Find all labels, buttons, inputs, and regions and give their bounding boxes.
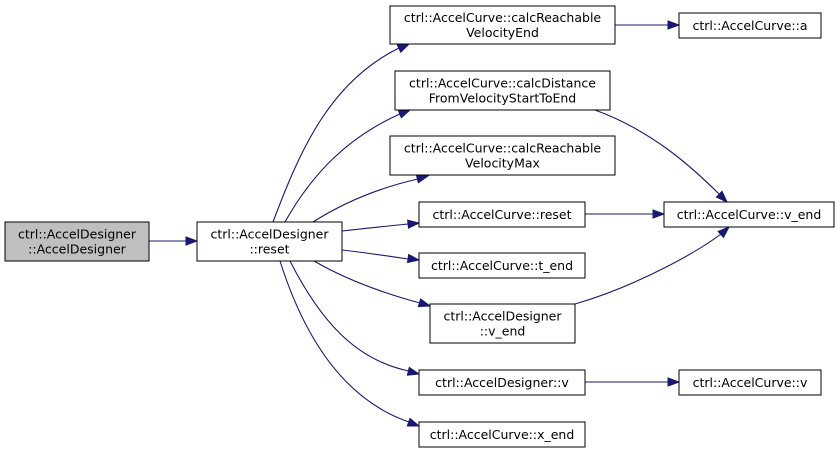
edge-arrowhead [667,20,681,30]
edge-arrowhead [715,190,729,204]
edge-reset-designer-to-calc-reachable-velocity-end [272,43,411,223]
edge-line [313,260,421,304]
edge-line [574,233,722,305]
node-label-line: ctrl::AccelCurve::a [692,18,807,33]
node-designer-v-end[interactable]: ctrl::AccelDesigner::v_end [429,303,576,344]
node-calc-reachable-velocity-end[interactable]: ctrl::AccelCurve::calcReachableVelocityE… [389,5,616,45]
node-label-line: ctrl::AccelCurve::reset [432,207,571,222]
node-label-line: ctrl::AccelDesigner [18,227,137,242]
node-label-line: ctrl::AccelCurve::calcReachable [404,141,602,156]
edge-arrowhead [652,209,666,219]
node-calc-distance[interactable]: ctrl::AccelCurve::calcDistanceFromVeloci… [394,70,611,111]
node-label-line: ctrl::AccelCurve::v_end [677,207,822,222]
node-root[interactable]: ctrl::AccelDesigner::AccelDesigner [4,221,150,262]
edge-arrowhead [417,298,432,308]
node-box [418,252,586,279]
edge-reset-designer-to-designer-v-end [313,260,432,308]
node-box [389,5,616,45]
node-curve-reset[interactable]: ctrl::AccelCurve::reset [418,201,586,228]
edge-arrowhead [406,417,421,427]
edge-curve-reset-to-curve-v-end [585,209,666,219]
call-graph-nodes: ctrl::AccelDesigner::AccelDesignerctrl::… [4,5,835,448]
node-label-line: ctrl::AccelCurve::calcReachable [404,10,602,25]
edge-arrowhead [407,219,421,229]
edge-designer-v-end-to-curve-v-end [574,226,731,305]
edge-line [341,223,409,232]
node-calc-reachable-velocity-max[interactable]: ctrl::AccelCurve::calcReachableVelocityM… [389,135,616,176]
edge-calc-reachable-velocity-end-to-curve-a [615,20,681,30]
node-label-line: ctrl::AccelCurve::t_end [431,258,573,273]
edge-arrowhead [185,236,199,246]
edge-reset-designer-to-curve-x-end [279,260,421,427]
node-label-line: ctrl::AccelCurve::calcDistance [409,76,596,91]
node-curve-x-end[interactable]: ctrl::AccelCurve::x_end [418,421,586,448]
edge-arrowhead [717,226,731,239]
edge-root-to-reset-designer [149,236,199,246]
edge-reset-designer-to-calc-distance [284,109,412,223]
node-label-line: VelocityMax [465,156,540,171]
edge-calc-distance-to-curve-v-end [594,109,729,204]
node-box [663,201,835,228]
node-reset-designer[interactable]: ctrl::AccelDesigner::reset [196,221,343,262]
node-label-line: ::v_end [480,324,526,339]
edge-arrowhead [406,366,421,376]
edge-arrowhead [667,377,681,387]
node-label-line: FromVelocityStartToEnd [429,91,576,106]
edge-designer-v-to-curve-v [585,377,681,387]
node-box [418,421,586,448]
call-graph-edges [149,20,731,427]
node-box [4,221,150,262]
node-box [418,369,586,396]
node-label-line: ctrl::AccelDesigner [210,227,329,242]
edge-line [289,260,410,372]
node-box [678,369,822,396]
edge-arrowhead [397,109,412,119]
edge-line [341,249,409,260]
node-curve-t-end[interactable]: ctrl::AccelCurve::t_end [418,252,586,279]
node-curve-v[interactable]: ctrl::AccelCurve::v [678,369,822,396]
node-designer-v[interactable]: ctrl::AccelDesigner::v [418,369,586,396]
edge-line [594,109,720,195]
edge-line [279,260,410,423]
edge-line [312,178,419,223]
node-label-line: ctrl::AccelCurve::v [693,375,808,390]
node-box [418,201,586,228]
node-label-line: ::reset [249,242,289,257]
edge-reset-designer-to-calc-reachable-velocity-max [312,174,430,223]
edge-reset-designer-to-curve-t-end [341,249,421,264]
node-label-line: VelocityEnd [466,25,539,40]
node-curve-a[interactable]: ctrl::AccelCurve::a [678,12,822,39]
edge-arrowhead [396,43,411,54]
node-label-line: ctrl::AccelDesigner [443,309,562,324]
edge-line [272,47,400,223]
node-box [389,135,616,176]
node-box [196,221,343,262]
node-label-line: ::AccelDesigner [28,242,127,257]
node-curve-v-end[interactable]: ctrl::AccelCurve::v_end [663,201,835,228]
node-box [429,303,576,344]
edge-arrowhead [406,253,421,264]
edge-reset-designer-to-curve-reset [341,219,421,232]
edge-reset-designer-to-designer-v [289,260,421,376]
node-box [678,12,822,39]
node-label-line: ctrl::AccelDesigner::v [435,375,569,390]
edge-arrowhead [415,174,430,184]
edge-line [284,113,401,223]
node-label-line: ctrl::AccelCurve::x_end [430,427,575,442]
node-box [394,70,611,111]
